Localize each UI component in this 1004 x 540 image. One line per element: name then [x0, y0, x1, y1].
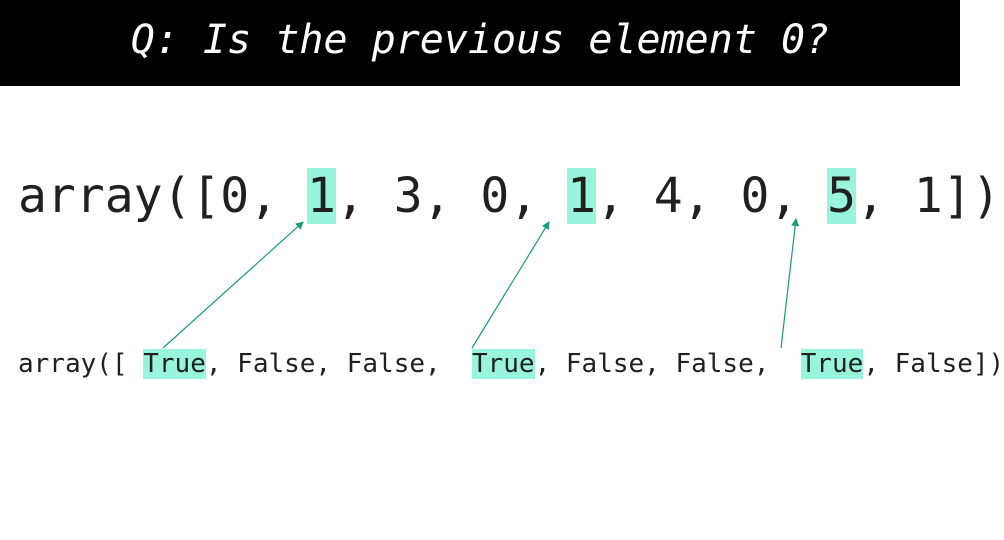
- mask-line: array([ True, False, False, True, False,…: [18, 346, 1004, 382]
- arrow-2: [471, 221, 550, 349]
- highlighted-value-2: 1: [567, 168, 596, 224]
- mask-middle-2: , False, False,: [534, 349, 801, 379]
- arrow-3: [780, 218, 800, 349]
- highlighted-true-2: True: [471, 349, 535, 379]
- title-bar: Q: Is the previous element 0?: [0, 0, 960, 86]
- arrow-1: [162, 221, 304, 349]
- array-middle-1: , 3, 0,: [335, 168, 568, 224]
- mask-suffix: , False]): [863, 349, 1004, 379]
- array-suffix: , 1]): [856, 168, 1001, 224]
- mask-prefix: array([: [18, 349, 144, 379]
- highlighted-true-1: True: [143, 349, 206, 379]
- highlighted-value-1: 1: [306, 168, 336, 224]
- array-prefix: array([0,: [18, 168, 307, 224]
- highlighted-value-3: 5: [827, 168, 857, 224]
- array-middle-2: , 4, 0,: [595, 168, 828, 224]
- mask-middle-1: , False, False,: [205, 349, 472, 379]
- highlighted-true-3: True: [800, 349, 864, 379]
- slide-title: Q: Is the previous element 0?: [130, 17, 830, 63]
- array-line: array([0, 1, 3, 0, 1, 4, 0, 5, 1]): [18, 168, 1001, 224]
- arrows-layer: [162, 218, 800, 349]
